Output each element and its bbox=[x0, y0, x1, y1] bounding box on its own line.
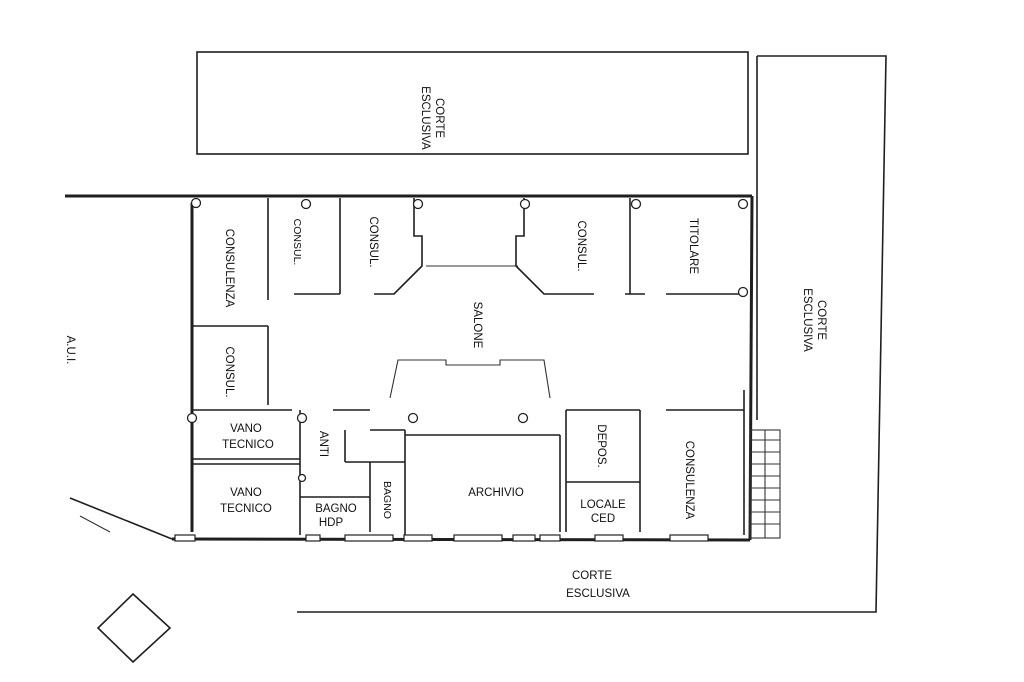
label-consul-4: CONSUL. bbox=[223, 346, 235, 397]
label-bagno: BAGNO bbox=[381, 481, 393, 519]
label-consulenza-left: CONSULENZA bbox=[223, 229, 235, 308]
window bbox=[174, 534, 196, 542]
column bbox=[737, 286, 749, 298]
column bbox=[519, 198, 531, 210]
column bbox=[517, 412, 529, 424]
window bbox=[403, 534, 433, 542]
column bbox=[296, 412, 308, 424]
column bbox=[186, 412, 198, 424]
column bbox=[412, 198, 424, 210]
label-bagno-hdp-a: BAGNO bbox=[315, 503, 357, 515]
label-depos: DEPOS. bbox=[595, 424, 607, 467]
label-locale-ced-a: LOCALE bbox=[580, 499, 626, 511]
column bbox=[407, 412, 419, 424]
partition bbox=[515, 198, 594, 295]
svg-text:CORTE: CORTE bbox=[433, 98, 445, 138]
label-vano-tecnico-2b: TECNICO bbox=[220, 503, 272, 515]
svg-text:ESCLUSIVA: ESCLUSIVA bbox=[801, 288, 813, 352]
window bbox=[512, 534, 536, 542]
label-archivio: ARCHIVIO bbox=[468, 487, 524, 499]
label-salone: SALONE bbox=[471, 302, 483, 349]
label-vano-tecnico-1a: VANO bbox=[230, 423, 262, 435]
label-vano-tecnico-2a: VANO bbox=[230, 487, 262, 499]
column bbox=[190, 197, 202, 209]
label-vano-tecnico-1b: TECNICO bbox=[222, 439, 274, 451]
label-consulenza-right: CONSULENZA bbox=[683, 441, 695, 520]
stair-ramp bbox=[749, 429, 781, 539]
window bbox=[669, 534, 709, 542]
label-titolare: TITOLARE bbox=[687, 218, 699, 274]
window bbox=[305, 534, 321, 542]
courtyard-right bbox=[297, 55, 887, 613]
window bbox=[539, 534, 561, 542]
column bbox=[737, 198, 749, 210]
label-consul-2: CONSUL. bbox=[367, 216, 379, 267]
label-bagno-hdp-b: HDP bbox=[319, 517, 344, 529]
window bbox=[344, 534, 394, 542]
label-consul-1: CONSUL. bbox=[291, 219, 303, 266]
column bbox=[297, 473, 307, 483]
label-corte-bottom-2: ESCLUSIVA bbox=[566, 588, 630, 600]
label-consul-3: CONSUL. bbox=[575, 220, 587, 271]
north-arrow-icon bbox=[96, 592, 172, 664]
partition bbox=[374, 198, 423, 295]
window bbox=[594, 534, 624, 542]
svg-text:ESCLUSIVA: ESCLUSIVA bbox=[419, 86, 431, 150]
neighbor-diagonal-wall-2 bbox=[79, 515, 111, 533]
neighbor-diagonal-wall bbox=[69, 497, 173, 540]
window bbox=[453, 534, 503, 542]
label-corte-right: CORTE ESCLUSIVA bbox=[801, 288, 827, 352]
column bbox=[630, 198, 642, 210]
label-anti: ANTI bbox=[317, 431, 329, 457]
label-locale-ced-b: CED bbox=[591, 513, 615, 525]
svg-text:CORTE: CORTE bbox=[815, 300, 827, 340]
column bbox=[300, 198, 312, 210]
salone-bay bbox=[389, 359, 551, 399]
courtyard-top bbox=[196, 51, 749, 155]
label-corte-top: CORTE ESCLUSIVA bbox=[419, 86, 445, 150]
label-corte-bottom: CORTE bbox=[572, 570, 612, 582]
label-aui: A.U.I. bbox=[64, 336, 76, 365]
